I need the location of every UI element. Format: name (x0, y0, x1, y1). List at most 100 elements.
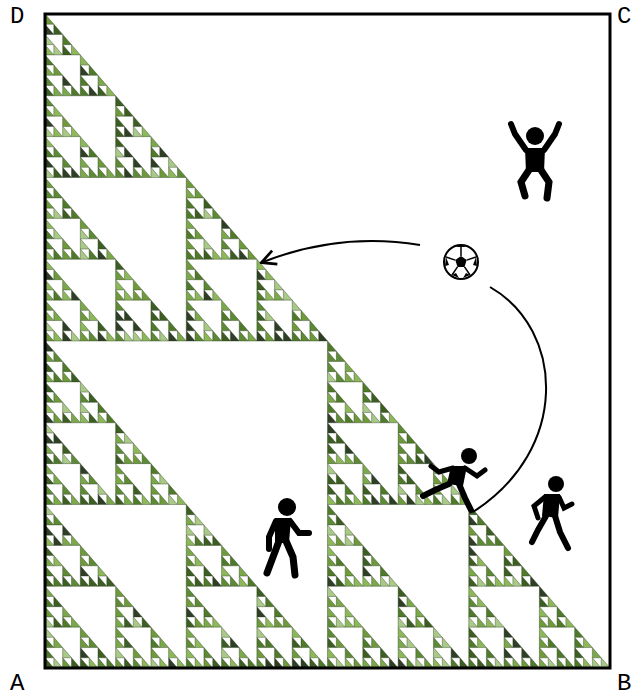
fractal-cell (504, 627, 513, 637)
fractal-cell (248, 576, 257, 586)
fractal-cell (80, 75, 89, 85)
fractal-cell (328, 617, 337, 627)
fractal-cell (363, 576, 372, 586)
fractal-cell (363, 637, 372, 647)
fractal-cell (575, 648, 584, 658)
fractal-cell (54, 372, 63, 382)
fractal-cell (345, 413, 354, 423)
fractal-cell (71, 617, 80, 627)
fractal-cell (372, 413, 381, 423)
fractal-cell (54, 86, 63, 96)
fractal-cell (169, 167, 178, 177)
fractal-cell (222, 556, 231, 566)
fractal-cell (80, 321, 89, 331)
fractal-cell (80, 157, 89, 167)
fractal-cell (177, 494, 186, 504)
fractal-cell (204, 525, 213, 535)
fractal-cell (98, 566, 107, 576)
fractal-cell (195, 331, 204, 341)
fractal-cell (54, 556, 63, 566)
fractal-cell (328, 392, 337, 402)
fractal-cell (142, 167, 151, 177)
fractal-cell (222, 545, 231, 555)
fractal-cell (116, 280, 125, 290)
fractal-cell (142, 453, 151, 463)
fractal-cell (372, 576, 381, 586)
fractal-cell (160, 331, 169, 341)
fractal-cell (98, 249, 107, 259)
fractal-cell (151, 310, 160, 320)
pass-arrow (263, 241, 420, 262)
fractal-cell (328, 402, 337, 412)
fractal-cell (133, 484, 142, 494)
fractal-cell (513, 576, 522, 586)
fractal-cell (195, 637, 204, 647)
fractal-cell (54, 208, 63, 218)
fractal-cell (389, 658, 398, 668)
fractal-cell (116, 637, 125, 647)
fractal-cell (433, 658, 442, 668)
fractal-cell (592, 658, 601, 668)
fractal-cell (222, 627, 231, 637)
fractal-cell (398, 627, 407, 637)
fractal-cell (54, 269, 63, 279)
fractal-cell (204, 535, 213, 545)
fractal-cell (407, 433, 416, 443)
fractal-cell (328, 566, 337, 576)
fractal-cell (336, 413, 345, 423)
fractal-cell (363, 494, 372, 504)
fractal-cell (116, 167, 125, 177)
fractal-cell (495, 617, 504, 627)
fractal-cell (345, 443, 354, 453)
fractal-cell (98, 494, 107, 504)
fractal-cell (398, 637, 407, 647)
fractal-cell (336, 474, 345, 484)
fractal-cell (407, 453, 416, 463)
fractal-cell (222, 658, 231, 668)
fractal-cell (63, 280, 72, 290)
fractal-cell (328, 494, 337, 504)
fractal-cell (257, 586, 266, 596)
fractal-cell (71, 126, 80, 136)
fractal-cell (336, 637, 345, 647)
fractal-cell (372, 494, 381, 504)
fractal-cell (416, 607, 425, 617)
fractal-cell (54, 433, 63, 443)
fractal-cell (80, 137, 89, 147)
fractal-cell (504, 576, 513, 586)
fractal-cell (283, 617, 292, 627)
fractal-cell (71, 494, 80, 504)
fractal-cell (80, 464, 89, 474)
fractal-cell (266, 637, 275, 647)
fractal-cell (407, 474, 416, 484)
fractal-cell (186, 648, 195, 658)
fractal-cell (398, 443, 407, 453)
fractal-cell (116, 627, 125, 637)
fractal-cell (239, 648, 248, 658)
fractal-cell (169, 321, 178, 331)
fractal-cell (204, 658, 213, 668)
fractal-cell (522, 566, 531, 576)
fractal-cell (63, 658, 72, 668)
fractal-cell (116, 433, 125, 443)
fractal-cell (336, 392, 345, 402)
fractal-cell (63, 167, 72, 177)
fractal-cell (89, 167, 98, 177)
fractal-cell (328, 341, 337, 351)
fractal-cell (151, 474, 160, 484)
fractal-cell (363, 484, 372, 494)
fractal-cell (80, 627, 89, 637)
fractal-cell (266, 290, 275, 300)
fractal-cell (222, 218, 231, 228)
fractal-cell (89, 65, 98, 75)
fractal-cell (486, 658, 495, 668)
fractal-cell (398, 648, 407, 658)
fractal-cell (107, 86, 116, 96)
fractal-cell (89, 310, 98, 320)
fractal-cell (89, 86, 98, 96)
fractal-cell (257, 627, 266, 637)
fractal-cell (124, 290, 133, 300)
fractal-cell (539, 617, 548, 627)
fractal-cell (71, 658, 80, 668)
fractal-cell (98, 331, 107, 341)
